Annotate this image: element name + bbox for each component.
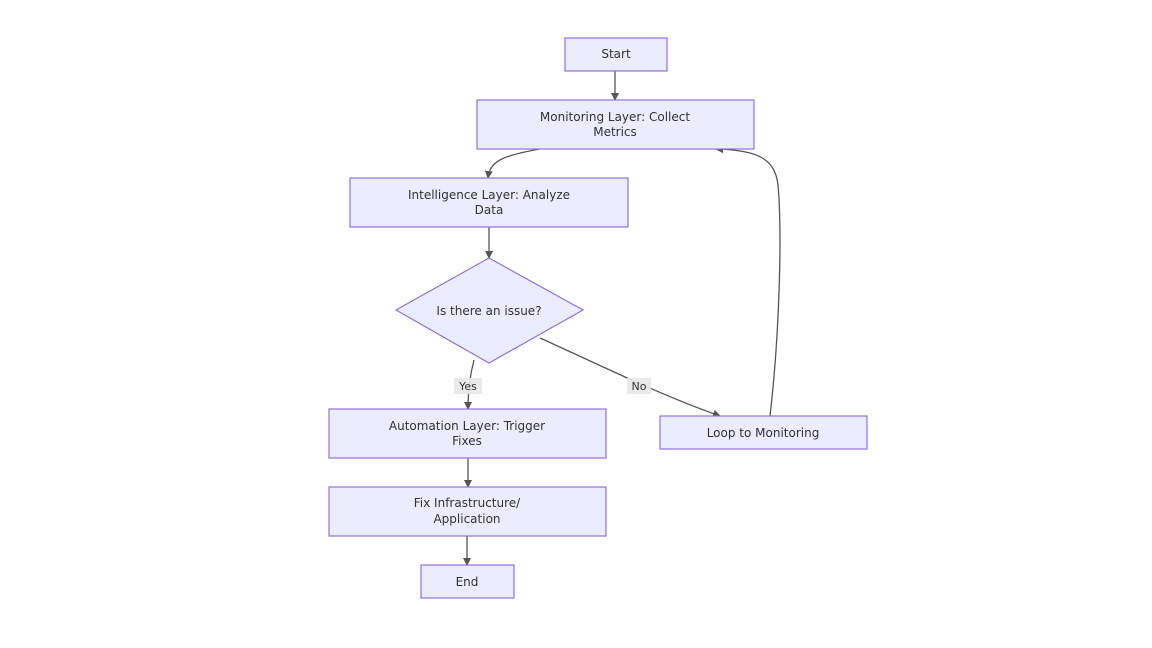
node-intelligence-label-line2: Data bbox=[475, 203, 504, 217]
node-automation-layer[interactable]: Automation Layer: Trigger Fixes bbox=[328, 408, 607, 459]
edge-decision-to-loop bbox=[539, 337, 721, 418]
node-start-label: Start bbox=[601, 47, 631, 61]
edge-label-no: No bbox=[632, 380, 647, 393]
node-end-label: End bbox=[456, 575, 479, 589]
node-decision-issue[interactable]: Is there an issue? bbox=[394, 257, 585, 364]
edge-loop-to-monitor bbox=[715, 145, 781, 417]
node-decision-label: Is there an issue? bbox=[436, 304, 541, 318]
edge-label-yes: Yes bbox=[458, 380, 477, 393]
node-monitoring-label-line2: Metrics bbox=[593, 125, 637, 139]
node-fix-label-line1: Fix Infrastructure/ bbox=[414, 496, 521, 510]
node-end[interactable]: End bbox=[420, 564, 515, 599]
node-loop-label: Loop to Monitoring bbox=[707, 426, 820, 440]
node-fix-label-line2: Application bbox=[433, 512, 500, 526]
node-monitoring-label-line1: Monitoring Layer: Collect bbox=[540, 110, 690, 124]
node-monitoring-layer[interactable]: Monitoring Layer: Collect Metrics bbox=[476, 99, 755, 150]
node-intelligence-layer[interactable]: Intelligence Layer: Analyze Data bbox=[349, 177, 629, 228]
node-intelligence-label-line1: Intelligence Layer: Analyze bbox=[408, 188, 570, 202]
node-automation-label-line1: Automation Layer: Trigger bbox=[389, 419, 545, 433]
edge-labels: Yes No bbox=[454, 378, 651, 394]
node-loop-to-monitoring[interactable]: Loop to Monitoring bbox=[659, 415, 868, 450]
node-fix-infrastructure[interactable]: Fix Infrastructure/ Application bbox=[328, 486, 607, 537]
node-automation-label-line2: Fixes bbox=[452, 434, 482, 448]
edge-monitor-to-intel bbox=[484, 148, 541, 179]
node-start[interactable]: Start bbox=[564, 37, 668, 72]
